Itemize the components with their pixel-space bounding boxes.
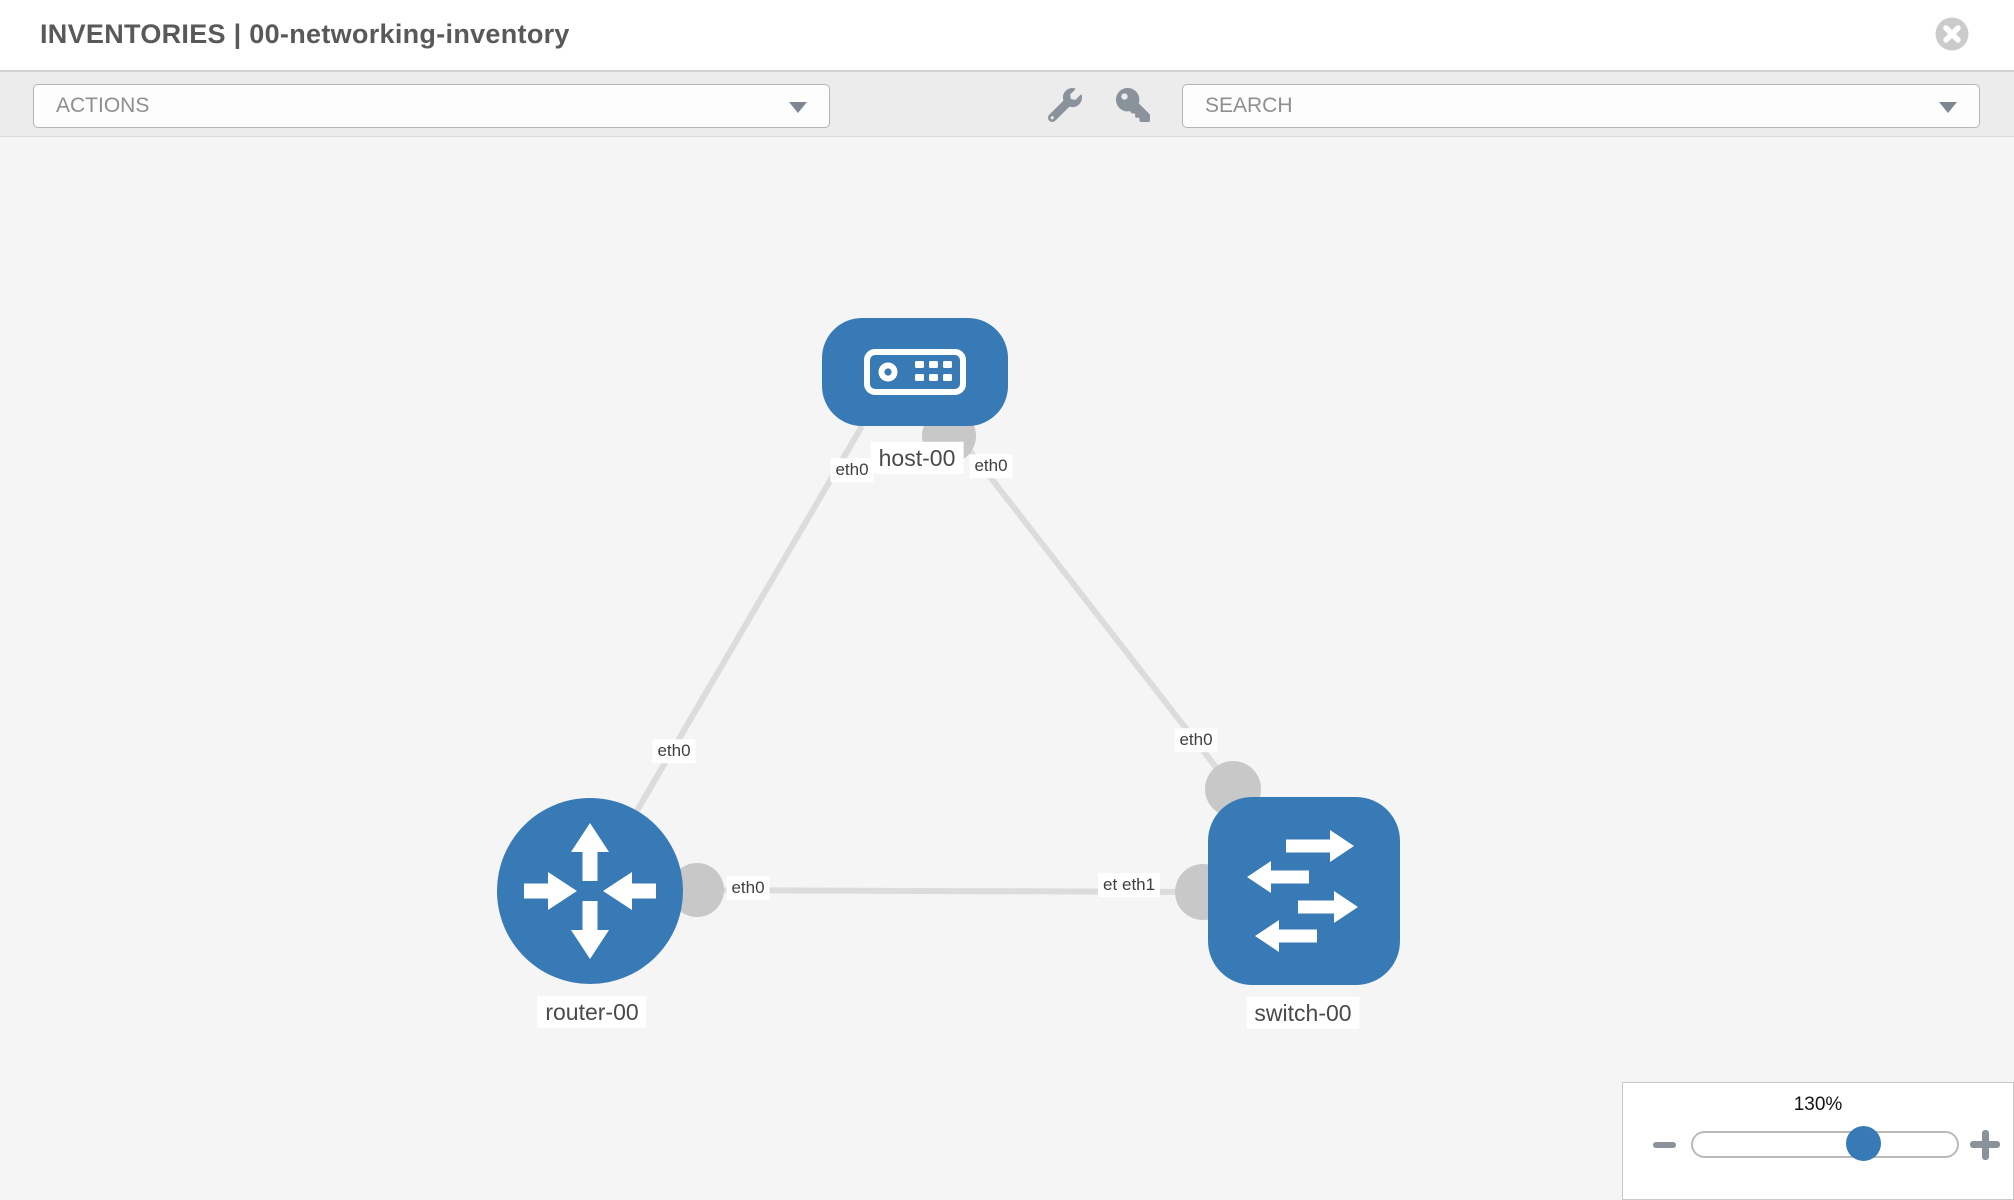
- switch-icon: [1247, 830, 1358, 952]
- node-label-router-00: router-00: [537, 995, 647, 1029]
- topology-canvas[interactable]: [0, 137, 2014, 1200]
- key-icon: [1116, 88, 1150, 122]
- search-dropdown[interactable]: SEARCH: [1182, 84, 1980, 128]
- wrench-icon: [1048, 88, 1082, 122]
- actions-dropdown-label: ACTIONS: [56, 94, 150, 117]
- actions-dropdown[interactable]: ACTIONS: [33, 84, 830, 128]
- toolbar: ACTIONS SEARCH: [0, 70, 2014, 137]
- node-router-00[interactable]: [497, 798, 683, 984]
- iface-label-switch-left-eth1: eth1: [1117, 873, 1161, 897]
- close-icon: [1935, 17, 1969, 51]
- page-title: INVENTORIES | 00-networking-inventory: [40, 19, 570, 49]
- chevron-down-icon: [789, 102, 807, 113]
- minus-icon: [1653, 1142, 1676, 1148]
- credentials-button[interactable]: [1101, 83, 1165, 127]
- zoom-slider-handle[interactable]: [1846, 1126, 1881, 1161]
- plus-icon: [1970, 1141, 2000, 1148]
- host-icon: [864, 349, 966, 395]
- iface-label-host-left: eth0: [830, 458, 874, 482]
- close-button[interactable]: [1935, 17, 1969, 51]
- iface-label-router-right: eth0: [726, 876, 770, 900]
- zoom-panel: 130%: [1622, 1082, 2014, 1200]
- router-icon: [524, 823, 656, 959]
- search-dropdown-label: SEARCH: [1205, 94, 1293, 117]
- zoom-level: 130%: [1793, 1094, 1843, 1115]
- node-label-switch-00: switch-00: [1246, 996, 1360, 1030]
- zoom-out-button[interactable]: [1647, 1127, 1681, 1161]
- iface-dot-router: [670, 863, 724, 917]
- iface-label-router-top: eth0: [652, 739, 696, 763]
- header: INVENTORIES | 00-networking-inventory: [0, 0, 2014, 70]
- node-label-host-00: host-00: [870, 441, 964, 475]
- node-host-00[interactable]: [822, 318, 1008, 426]
- iface-label-switch-top: eth0: [1174, 728, 1218, 752]
- node-switch-00[interactable]: [1208, 797, 1400, 985]
- configure-button[interactable]: [1033, 83, 1097, 127]
- iface-label-host-right: eth0: [969, 454, 1013, 478]
- zoom-slider-track[interactable]: [1691, 1131, 1959, 1158]
- zoom-in-button[interactable]: [1967, 1127, 2003, 1163]
- chevron-down-icon: [1939, 102, 1957, 113]
